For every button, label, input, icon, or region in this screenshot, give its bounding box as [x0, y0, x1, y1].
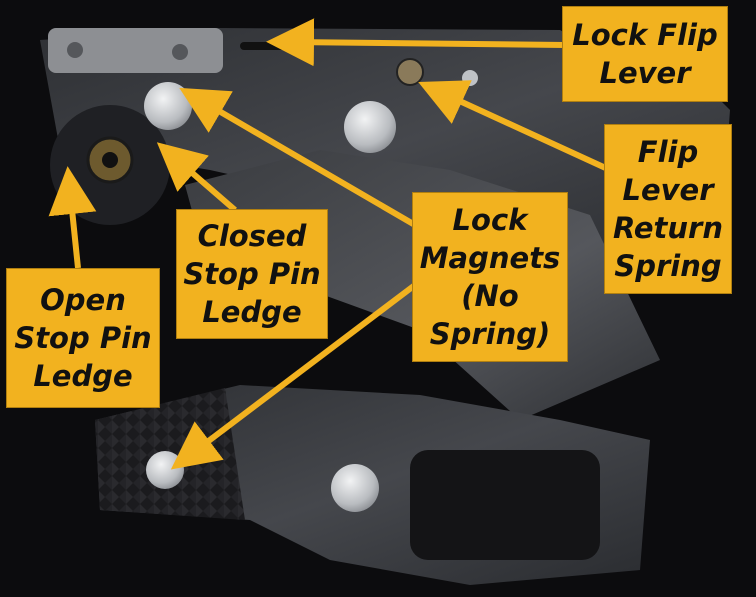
- lock-magnet-upper-left: [144, 82, 192, 130]
- label-line: Spring): [429, 317, 551, 351]
- clip-screw-left: [67, 42, 83, 58]
- label-line: (No: [461, 279, 519, 313]
- lock-magnet-lower-left: [146, 451, 184, 489]
- label-line: Stop Pin: [183, 257, 321, 291]
- label-line: Open: [40, 283, 126, 317]
- label-line: Flip: [637, 135, 699, 169]
- arrow-closed-stop-pin-ledge: [156, 142, 237, 213]
- stop-pin: [462, 70, 478, 86]
- label-closed-stop-pin-ledge: Closed Stop Pin Ledge: [176, 209, 328, 339]
- label-line: Lock: [452, 203, 528, 237]
- label-line: Lock Flip: [572, 18, 718, 52]
- pivot-screw-center: [102, 152, 118, 168]
- label-flip-lever-return-spring: Flip Lever Return Spring: [604, 124, 732, 294]
- label-lock-flip-lever: Lock Flip Lever: [562, 6, 728, 102]
- label-line: Stop Pin: [14, 321, 152, 355]
- arrow-lock-magnets-upper: [179, 87, 417, 228]
- label-line: Magnets: [419, 241, 561, 275]
- label-line: Lever: [622, 173, 714, 207]
- label-line: Spring: [614, 249, 722, 283]
- pocket-clip-plate: [48, 28, 223, 73]
- clip-screw-right: [172, 44, 188, 60]
- arrow-flip-lever-return-spring: [418, 80, 612, 173]
- label-lock-magnets: Lock Magnets (No Spring): [412, 192, 568, 362]
- lower-pocket-cutout: [410, 450, 600, 560]
- label-line: Closed: [197, 219, 307, 253]
- label-line: Ledge: [202, 295, 302, 329]
- lock-magnet-lower-right: [331, 464, 379, 512]
- return-spring: [396, 58, 424, 86]
- label-open-stop-pin-ledge: Open Stop Pin Ledge: [6, 268, 160, 408]
- arrow-open-stop-pin-ledge: [48, 166, 97, 269]
- lock-magnet-upper-right: [344, 101, 396, 153]
- label-line: Ledge: [33, 359, 133, 393]
- label-line: Lever: [599, 56, 691, 90]
- label-line: Return: [612, 211, 723, 245]
- arrow-lock-magnets-lower: [170, 282, 417, 470]
- arrow-lock-flip-lever: [266, 18, 566, 67]
